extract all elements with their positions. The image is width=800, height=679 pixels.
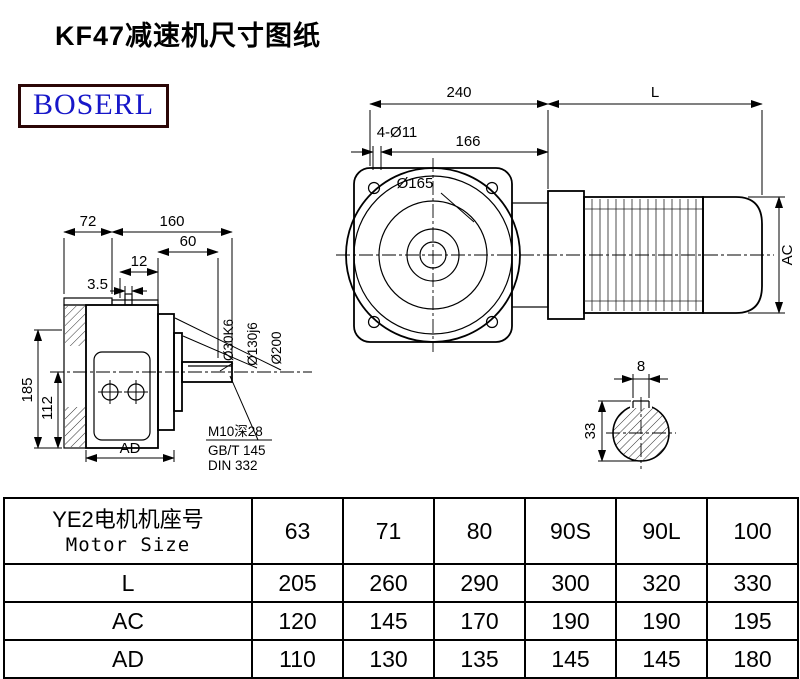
table-cell: 195 [706,601,799,641]
holes-callout-label: 4-Ø11 [377,124,418,141]
tap-hole-label: M10深28 [208,424,263,439]
table-cell: 135 [433,639,526,679]
row-label-cell: L [3,563,253,603]
housing-cover [93,351,151,441]
motor-fins [584,199,703,311]
column-header-cell: 90S [524,497,617,565]
standard-gb-label: GB/T 145 [208,443,266,458]
row-label-cell: AC [3,601,253,641]
table-cell: 170 [433,601,526,641]
motor-size-header-zh: YE2电机机座号 [52,507,204,533]
dim-3-5-label: 3.5 [87,276,108,293]
boserl-logo: BOSERL [18,84,170,128]
table-cell: 190 [524,601,617,641]
column-header-cell: 80 [433,497,526,565]
front-view: Ø165 240 L 4-Ø11 166 AC [336,84,796,352]
table-cell: 300 [524,563,617,603]
shaft-bore-circle [419,241,447,269]
gearbox-housing [85,304,159,449]
hub-circle [406,228,460,282]
table-cell: 205 [251,563,344,603]
dim-33-label: 33 [582,423,599,440]
dimension-table: YE2电机机座号 Motor Size 63 71 80 90S 90L 100… [3,497,799,679]
dim-ac-label: AC [779,244,796,265]
key-width-label: 8 [637,358,645,375]
dim-166-label: 166 [455,133,480,150]
table-cell: 130 [342,639,435,679]
row-label-cell: AD [3,639,253,679]
column-header-cell: 90L [615,497,708,565]
dimension-drawing: 72 160 60 12 3.5 185 112 AD Ø30K6 [19,84,796,473]
shaft-diameter-label: Ø30K6 [221,319,236,361]
table-cell: 190 [615,601,708,641]
dimension-table-wrapper: YE2电机机座号 Motor Size 63 71 80 90S 90L 100… [3,497,799,679]
table-cell: 290 [433,563,526,603]
table-cell: 260 [342,563,435,603]
spigot-diameter-label: Ø130j6 [245,322,260,366]
motor-fan-cover [702,196,763,314]
table-cell: 145 [342,601,435,641]
side-view: 72 160 60 12 3.5 185 112 AD Ø30K6 [19,213,312,473]
flange-hole [367,315,381,329]
flange-hole [485,181,499,195]
table-row-l: L 205 260 290 300 320 330 [3,563,799,603]
table-cell: 180 [706,639,799,679]
flange-diameter-label: Ø200 [269,331,284,364]
dim-240-label: 240 [446,84,471,101]
flange-outer-circle [345,167,521,343]
flange-hole [485,315,499,329]
table-cell: 110 [251,639,344,679]
output-shaft [181,361,233,383]
column-header-cell: 100 [706,497,799,565]
table-row-ad: AD 110 130 135 145 145 180 [3,639,799,679]
table-cell: 320 [615,563,708,603]
page-title: KF47减速机尺寸图纸 [55,21,322,51]
dim-l-label: L [651,84,659,101]
shaft-section-detail: 8 33 [582,358,676,469]
dim-185-label: 185 [19,377,36,402]
dim-60-label: 60 [180,233,197,250]
column-header-cell: 63 [251,497,344,565]
table-cell: 330 [706,563,799,603]
motor-size-header-en: Motor Size [65,533,191,556]
dim-12-label: 12 [131,253,148,270]
flange-hole [367,181,381,195]
motor-size-header-cell: YE2电机机座号 Motor Size [3,497,253,565]
dim-72-label: 72 [80,213,97,230]
table-cell: 145 [524,639,617,679]
dim-ad-label: AD [120,440,141,457]
table-header-row: YE2电机机座号 Motor Size 63 71 80 90S 90L 100 [3,497,799,565]
table-cell: 120 [251,601,344,641]
table-cell: 145 [615,639,708,679]
flange-circle-label: Ø165 [397,175,434,192]
dim-160-label: 160 [159,213,184,230]
column-header-cell: 71 [342,497,435,565]
table-row-ac: AC 120 145 170 190 190 195 [3,601,799,641]
standard-din-label: DIN 332 [208,458,258,473]
dim-112-label: 112 [39,396,56,420]
